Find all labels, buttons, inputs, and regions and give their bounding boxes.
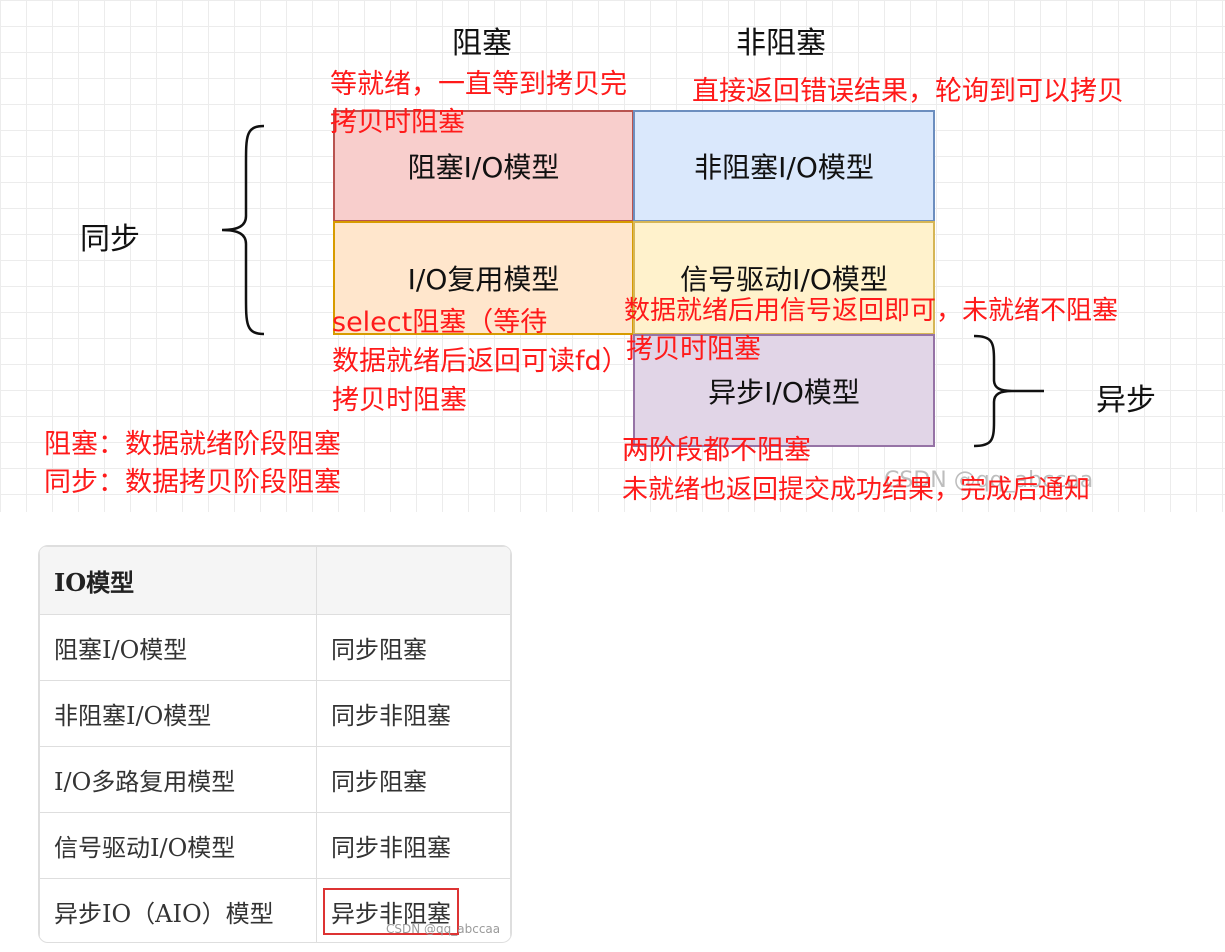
- table-header-model: IO模型: [39, 546, 317, 615]
- table-cell-model: 信号驱动I/O模型: [39, 812, 317, 879]
- table-header-row: IO模型: [39, 546, 511, 615]
- table-row: 异步IO（AIO）模型 异步非阻塞: [39, 878, 511, 942]
- row-label-async: 异步: [1096, 383, 1156, 418]
- table-row: 非阻塞I/O模型 同步非阻塞: [39, 680, 511, 747]
- io-model-table: IO模型 阻塞I/O模型 同步阻塞 非阻塞I/O模型 同步非阻塞 I/O多路复用…: [38, 545, 512, 943]
- annotation-signal-line1: 数据就绪后用信号返回即可，未就绪不阻塞: [624, 296, 1119, 326]
- table-cell-type: 同步非阻塞: [316, 812, 511, 879]
- async-brace-icon: [973, 334, 1044, 448]
- table-row: 阻塞I/O模型 同步阻塞: [39, 614, 511, 681]
- definition-sync: 同步：数据拷贝阶段阻塞: [44, 467, 341, 498]
- table-cell-type: 同步阻塞: [316, 614, 511, 681]
- annotation-async-line1: 两阶段都不阻塞: [622, 435, 811, 466]
- annotation-blocking-line1: 等就绪，一直等到拷贝完: [330, 69, 627, 100]
- annotation-mux-line1: select阻塞（等待: [332, 307, 548, 338]
- table-cell-model: 阻塞I/O模型: [39, 614, 317, 681]
- sync-brace-icon: [221, 124, 265, 336]
- annotation-signal-line2: 拷贝时阻塞: [626, 334, 761, 365]
- highlighted-async-nonblocking: 异步非阻塞: [323, 888, 459, 935]
- table-cell-model: I/O多路复用模型: [39, 746, 317, 813]
- table-cell-type: 异步非阻塞: [316, 878, 511, 942]
- annotation-mux-line3: 拷贝时阻塞: [332, 385, 467, 416]
- table-cell-model: 非阻塞I/O模型: [39, 680, 317, 747]
- table-cell-model: 异步IO（AIO）模型: [39, 878, 317, 942]
- definition-blocking: 阻塞：数据就绪阶段阻塞: [44, 429, 341, 460]
- annotation-nonblocking: 直接返回错误结果，轮询到可以拷贝: [692, 76, 1124, 107]
- column-header-nonblocking: 非阻塞: [736, 26, 826, 61]
- annotation-mux-line2: 数据就绪后返回可读fd）: [332, 346, 629, 377]
- annotation-async-line2: 未就绪也返回提交成功结果，完成后通知: [622, 475, 1091, 505]
- table-header-type: [316, 546, 511, 615]
- row-label-sync: 同步: [80, 222, 140, 257]
- annotation-blocking-line2: 拷贝时阻塞: [330, 107, 465, 138]
- table-cell-type: 同步非阻塞: [316, 680, 511, 747]
- column-header-blocking: 阻塞: [452, 26, 512, 61]
- diagram-watermark: CSDN @qq_abccaa: [884, 468, 1094, 493]
- table-row: I/O多路复用模型 同步阻塞: [39, 746, 511, 813]
- table-watermark: CSDN @qq_abccaa: [386, 922, 501, 936]
- cell-async-io: 异步I/O模型: [633, 334, 935, 447]
- table-cell-type: 同步阻塞: [316, 746, 511, 813]
- cell-signal-driven-io: 信号驱动I/O模型: [633, 221, 935, 335]
- cell-blocking-io: 阻塞I/O模型: [333, 110, 634, 222]
- cell-nonblocking-io: 非阻塞I/O模型: [633, 110, 935, 222]
- table-row: 信号驱动I/O模型 同步非阻塞: [39, 812, 511, 879]
